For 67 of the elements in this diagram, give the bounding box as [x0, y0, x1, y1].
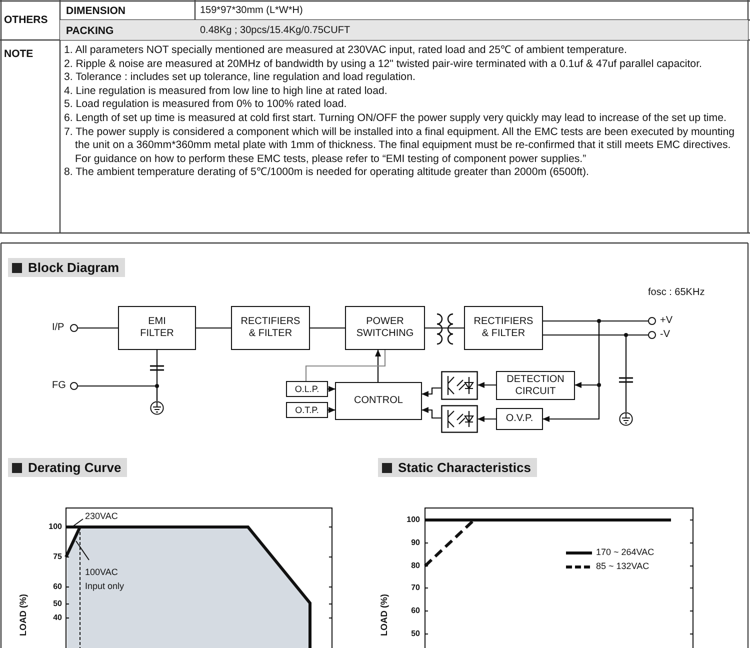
section-heading: Derating Curve	[8, 458, 128, 477]
axis-tick-label: 75	[52, 552, 62, 562]
label-text: 230VAC	[85, 511, 118, 521]
connector-line	[543, 334, 627, 412]
note-text: 7. The power supply is considered a component which will be installed into a final equipment. All the EMC tests are been executed by mounting the unit on a 360mm*360mm metal plate with 1mm of thickness. The final equipment must be re-confirmed that it still meets EMC directives. For guidance on how to perform these EMC tests, please refer to “EMI testing of component power supplies.”	[64, 126, 736, 166]
terminal-label: -V	[660, 328, 670, 342]
terminal-label: I/P	[52, 321, 64, 335]
axis-tick-label: 100	[48, 522, 62, 532]
block-box: EMI FILTER	[118, 306, 196, 350]
connector-line	[70, 324, 118, 332]
note-text: 4. Line regulation is measured from low line to high line at rated load.	[64, 84, 388, 98]
legend-text: 170 ~ 264VAC	[596, 547, 654, 557]
connector-line	[542, 320, 600, 422]
note-text: 5. Load regulation is measured from 0% to 100% rated load.	[64, 98, 348, 112]
axis-tick-label: 50	[410, 629, 420, 639]
note-text: 1. All parameters NOT specially mentioned are measured at 230VAC input, rated load and 25℃ of ambient temperature.	[64, 44, 628, 58]
axis-tick-label: 60	[410, 606, 420, 616]
optocoupler-symbol	[441, 371, 478, 400]
row-header: NOTE	[4, 48, 34, 60]
connector-line	[422, 407, 441, 419]
curve-label: 100VAC Input only	[85, 566, 126, 593]
connector-line	[425, 327, 464, 329]
connector-line	[196, 327, 231, 329]
axis-tick-label: 100	[406, 515, 420, 525]
terminal-label: +V	[660, 314, 673, 328]
block-box: O.L.P.	[286, 381, 328, 397]
column-header: PACKING	[66, 25, 114, 37]
block-box: POWER SWITCHING	[345, 306, 425, 350]
axis-title: LOAD (%)	[379, 594, 389, 636]
connector-line	[305, 350, 386, 381]
axis-tick-label: 70	[410, 583, 420, 593]
block-box: RECTIFIERS & FILTER	[231, 306, 310, 350]
ground-symbol	[619, 412, 633, 426]
note-text: 8. The ambient temperature derating of 5℃/1000m is needed for operating altitude greater than 2000m (6500ft).	[64, 166, 590, 180]
connector-line	[310, 327, 345, 329]
axis-tick-label: 50	[52, 599, 62, 609]
block-box: CONTROL	[335, 382, 422, 420]
section-heading: Static Characteristics	[378, 458, 537, 477]
connector-line	[328, 386, 336, 392]
label-text: fosc : 65KHz	[648, 287, 705, 298]
optocoupler-symbol	[441, 405, 478, 433]
note-text: 3. Tolerance : includes set up tolerance, line regulation and load regulation.	[64, 71, 416, 85]
block-box: O.T.P.	[286, 402, 328, 418]
axis-title: LOAD (%)	[18, 594, 28, 636]
axis-tick-label: 40	[52, 613, 62, 623]
connector-line	[422, 387, 441, 397]
connector-line	[328, 407, 336, 413]
axis-tick-label: 80	[410, 561, 420, 571]
axis-tick-label: 60	[52, 582, 62, 592]
cell-text: 0.48Kg ; 30pcs/15.4Kg/0.75CUFT	[200, 25, 350, 36]
connector-line	[375, 350, 381, 382]
note-text: 2. Ripple & noise are measured at 20MHz of bandwidth by using a 12" twisted pair-wire terminated with a 0.1uf & 47uf parallel capacitor.	[64, 58, 703, 72]
connector-line	[70, 382, 158, 401]
column-header: DIMENSION	[66, 5, 126, 17]
terminal-label: FG	[52, 379, 66, 393]
row-header: OTHERS	[4, 14, 48, 26]
axis-tick-label: 90	[410, 538, 420, 548]
connector-line	[478, 382, 496, 388]
block-box: DETECTION CIRCUIT	[496, 371, 575, 400]
legend-text: 85 ~ 132VAC	[596, 561, 650, 571]
cell-text: 159*97*30mm (L*W*H)	[200, 5, 303, 16]
ground-symbol	[150, 401, 164, 415]
block-box: O.V.P.	[496, 408, 543, 430]
block-box: RECTIFIERS & FILTER	[464, 306, 543, 350]
connector-line	[478, 416, 496, 422]
note-text: 6. Length of set up time is measured at cold first start. Turning ON/OFF the power supply very quickly may lead to increase of the set up time.	[64, 112, 728, 126]
section-heading: Block Diagram	[8, 258, 126, 277]
